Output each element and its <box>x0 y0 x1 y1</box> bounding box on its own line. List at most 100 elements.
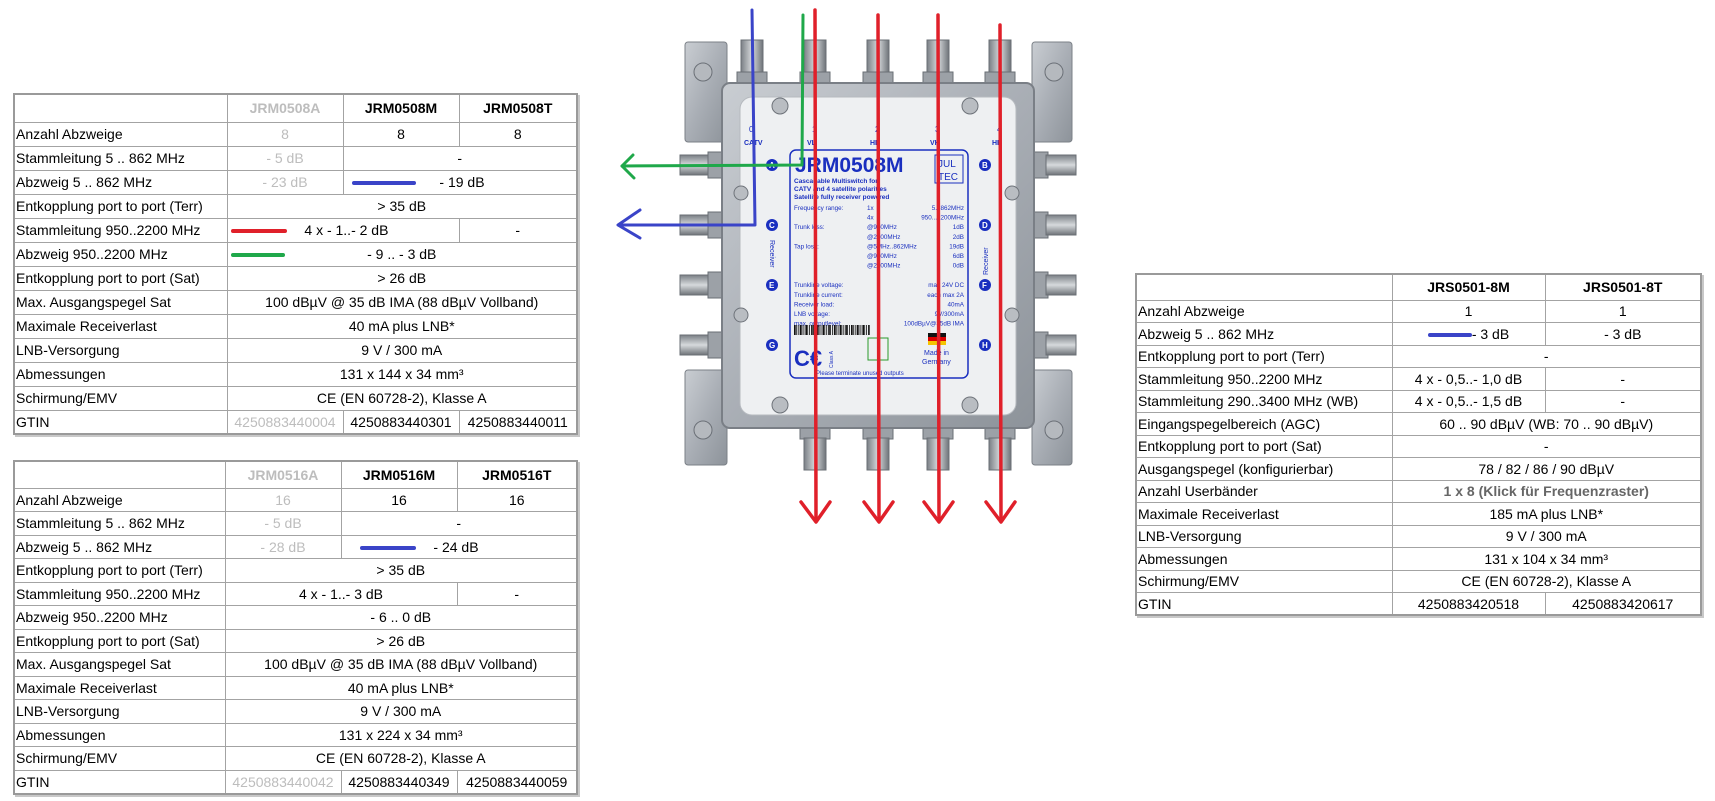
spec-table-jrm0516: JRM0516A JRM0516M JRM0516T Anzahl Abzwei… <box>13 460 578 795</box>
table-row: Schirmung/EMV CE (EN 60728-2), Klasse A <box>13 746 578 771</box>
cell-m: 4250883440301 <box>342 409 460 435</box>
cell-amt: 40 mA plus LNB* <box>226 313 578 339</box>
spec-condition: @950MHz <box>867 253 897 260</box>
cell-mt: - 24 dB <box>340 534 578 559</box>
spec-name: Tap loss: <box>794 243 819 250</box>
table-header-row: JRM0516A JRM0516M JRM0516T <box>13 460 578 489</box>
cell-m: 1 <box>1391 299 1546 323</box>
barcode-bar <box>805 325 807 335</box>
cell-m: 4 x - 0,5..- 1,5 dB <box>1391 389 1546 413</box>
spec-name: Frequency range: <box>794 205 844 212</box>
cell-t: - <box>456 581 578 606</box>
cell-am: 4 x - 1..- 3 dB <box>224 581 458 606</box>
output-port-letter: D <box>982 221 988 230</box>
table-row: Entkopplung port to port (Terr) > 35 dB <box>13 193 578 219</box>
barcode-bar <box>860 325 862 335</box>
device-brand-line2: TEC <box>938 172 958 183</box>
table-row: Entkopplung port to port (Sat) > 26 dB <box>13 628 578 653</box>
row-label: Anzahl Userbänder <box>1135 479 1393 503</box>
header-empty <box>13 460 226 489</box>
cell-mt: CE (EN 60728-2), Klasse A <box>1391 569 1702 593</box>
row-label: Maximale Receiverlast <box>13 675 226 700</box>
barcode-bar <box>858 325 860 335</box>
table-row: Maximale Receiverlast 185 mA plus LNB* <box>1135 502 1702 526</box>
barcode-bar <box>866 325 867 335</box>
device-desc-2: CATV and 4 satellite polarities <box>794 186 887 193</box>
table-row: Anzahl Abzweige 1 1 <box>1135 299 1702 323</box>
header-model-t: JRS0501-8T <box>1544 273 1702 301</box>
cell-t: - 3 dB <box>1544 322 1702 346</box>
blue-line-marker <box>351 181 416 186</box>
cell-a: - 28 dB <box>224 534 342 559</box>
barcode-bar <box>864 325 866 335</box>
spec-value: each max 2A <box>927 292 965 299</box>
cell-t: 1 <box>1544 299 1702 323</box>
barcode-bar <box>816 325 819 335</box>
frequency-grid-link[interactable]: 1 x 8 (Klick für Frequenzraster) <box>1391 479 1702 503</box>
spec-condition: 4x <box>867 215 875 222</box>
cell-amt: 131 x 144 x 34 mm³ <box>226 361 578 387</box>
row-label: Schirmung/EMV <box>13 385 228 411</box>
cell-amt: > 35 dB <box>226 193 578 219</box>
header-model-t: JRM0508T <box>458 93 578 123</box>
made-in-line2: Germany <box>922 359 951 366</box>
table-row: Abzweig 950..2200 MHz - 9 .. - 3 dB <box>13 241 578 267</box>
barcode-bar <box>828 325 830 335</box>
barcode-bar <box>813 325 814 335</box>
cell-amt: CE (EN 60728-2), Klasse A <box>224 746 578 771</box>
spec-value: 950...2200MHz <box>921 215 964 222</box>
connector-nut <box>707 271 724 299</box>
red-arrow-head <box>799 500 832 524</box>
row-label: GTIN <box>13 409 228 435</box>
table-row: Schirmung/EMV CE (EN 60728-2), Klasse A <box>1135 569 1702 593</box>
connector-right <box>1045 214 1077 236</box>
barcode-bar <box>849 325 850 335</box>
barcode-bar <box>839 325 842 335</box>
row-label: Abzweig 950..2200 MHz <box>13 605 226 630</box>
barcode-bar <box>797 325 799 335</box>
barcode-bar <box>824 325 826 335</box>
input-label: VH <box>930 140 940 147</box>
output-port-badge <box>766 219 778 231</box>
table-header-row: JRS0501-8M JRS0501-8T <box>1135 273 1702 301</box>
cell-value: - 19 dB <box>439 174 485 190</box>
spec-value: 40mA <box>948 301 965 308</box>
table-header-row: JRM0508A JRM0508M JRM0508T <box>13 93 578 123</box>
cell-amt: > 26 dB <box>226 265 578 291</box>
input-label: VL <box>807 140 817 147</box>
table-row: Abmessungen 131 x 104 x 34 mm³ <box>1135 547 1702 571</box>
cell-amt: - 9 .. - 3 dB <box>226 241 578 267</box>
cell-mt: - <box>1391 434 1702 458</box>
cell-amt: 100 dBµV @ 35 dB IMA (88 dBµV Vollband) <box>224 652 578 677</box>
barcode-bar <box>832 325 833 335</box>
row-label: Anzahl Abzweige <box>13 121 228 147</box>
green-line-marker <box>230 252 285 257</box>
connector-right <box>1045 334 1077 356</box>
row-label: Max. Ausgangspegel Sat <box>13 289 228 315</box>
cell-m: 4250883420518 <box>1391 592 1546 616</box>
red-arrow-head <box>862 500 895 524</box>
red-arrow-line <box>876 13 881 522</box>
spec-name: Trunkline current: <box>794 292 843 299</box>
cell-mt: 78 / 82 / 86 / 90 dBµV <box>1391 457 1702 481</box>
spec-value: 2dB <box>953 234 964 241</box>
device-footer: Please terminate unused outputs <box>816 371 904 377</box>
side-label-right: Receiver <box>983 247 990 275</box>
cell-t: - <box>1544 389 1702 413</box>
cell-amt: - 6 .. 0 dB <box>224 605 578 630</box>
table-row: Maximale Receiverlast 40 mA plus LNB* <box>13 313 578 339</box>
spec-value: 6dB <box>953 253 964 260</box>
cell-mt: - 19 dB <box>342 169 578 195</box>
spec-value: 100dBµV@35dB IMA <box>904 321 965 328</box>
row-label: Stammleitung 950..2200 MHz <box>1135 367 1393 391</box>
housing-screws <box>733 97 1020 414</box>
row-label: Entkopplung port to port (Sat) <box>13 628 226 653</box>
spec-name: max. outputlevel: <box>794 321 842 328</box>
table-row: Stammleitung 5 .. 862 MHz - 5 dB - <box>13 511 578 536</box>
connector-right <box>1045 274 1077 296</box>
input-label: HH <box>992 140 1002 147</box>
table-row: Anzahl Userbänder 1 x 8 (Klick für Frequ… <box>1135 479 1702 503</box>
output-port-badge <box>979 219 991 231</box>
cell-t: 4250883420617 <box>1544 592 1702 616</box>
cell-amt: 100 dBµV @ 35 dB IMA (88 dBµV Vollband) <box>226 289 578 315</box>
